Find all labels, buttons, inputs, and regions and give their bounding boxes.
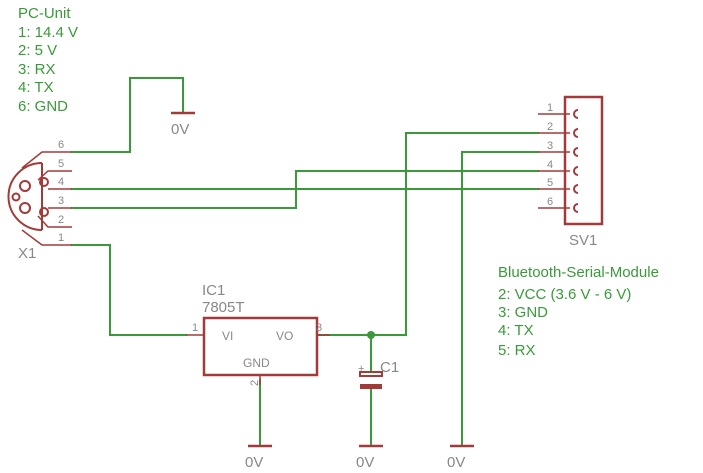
pc-unit-line: 2: 5 V: [18, 42, 57, 59]
pc-unit-line: 6: GND: [18, 98, 68, 115]
ground-symbol-c1: 0V: [356, 444, 383, 471]
pc-unit-line: 1: 14.4 V: [18, 24, 78, 41]
ic1-vo-label: VO: [276, 329, 293, 343]
junction-dot: [367, 331, 375, 339]
wire-sv1-pin3-gnd: [461, 151, 539, 446]
x1-pin-4-number: 4: [58, 176, 64, 188]
pc-unit-line: 3: RX: [18, 61, 56, 78]
wire-x1-pin1-ic1-vi: [71, 244, 187, 336]
ic1-label: IC1: [202, 282, 225, 299]
sv1-pin-5-number: 5: [547, 177, 553, 189]
c1-polarity: +: [358, 363, 364, 375]
bt-module-line: 2: VCC (3.6 V - 6 V): [498, 286, 631, 303]
pc-unit-line: 4: TX: [18, 79, 54, 96]
x1-pin-5-number: 5: [58, 158, 64, 170]
regulator-ic1: IC1 7805T VI VO GND 1 3 2: [186, 282, 330, 386]
ground-label: 0V: [245, 454, 263, 471]
sv1-label: SV1: [569, 232, 597, 249]
x1-pin-6-number: 6: [58, 139, 64, 151]
sv1-pin-3-number: 3: [547, 140, 553, 152]
header-sv1: 1 2 3 4 5 6 SV1: [538, 95, 604, 249]
ground-label: 0V: [356, 454, 374, 471]
pc-unit-title: PC-Unit: [18, 5, 71, 22]
sv1-pin-2-number: 2: [547, 121, 553, 133]
ground-label: 0V: [171, 121, 189, 138]
x1-label: X1: [18, 245, 36, 262]
bt-module-note: Bluetooth-Serial-Module 2: VCC (3.6 V - …: [498, 264, 659, 359]
bt-module-title: Bluetooth-Serial-Module: [498, 264, 659, 281]
bt-module-line: 4: TX: [498, 322, 534, 339]
ground-symbol-ic1: 0V: [245, 444, 272, 471]
sv1-pin-6-number: 6: [547, 196, 553, 208]
x1-pin-1-number: 1: [58, 232, 64, 244]
wire-x1-pin6-gnd: [71, 77, 184, 153]
pc-unit-note: PC-Unit 1: 14.4 V 2: 5 V 3: RX 4: TX 6: …: [18, 5, 78, 115]
wire-ic1-vo-sv1-pin2: [317, 132, 539, 336]
ground-symbol-sv1: 0V: [447, 444, 474, 471]
ic1-value: 7805T: [202, 299, 245, 316]
x1-pin-2-number: 2: [58, 214, 64, 226]
ground-symbol-top: 0V: [171, 111, 195, 138]
ic1-vi-label: VI: [222, 329, 233, 343]
ic1-gnd-label: GND: [243, 356, 270, 370]
sv1-pin-1-number: 1: [547, 102, 553, 114]
ic1-pin-vo-number: 3: [316, 322, 322, 334]
ic1-pin-vi-number: 1: [192, 322, 198, 334]
sv1-pin-4-number: 4: [547, 159, 553, 171]
bt-module-line: 3: GND: [498, 304, 548, 321]
ground-label: 0V: [447, 454, 465, 471]
connector-x1: 6 5 4 3 2 1 X1: [7, 139, 72, 262]
ic1-pin-gnd-number: 2: [249, 380, 261, 386]
bt-module-line: 5: RX: [498, 342, 536, 359]
c1-label: C1: [380, 359, 399, 376]
wire-x1-pin3-sv1-pin4: [71, 170, 539, 209]
capacitor-c1: + C1: [358, 359, 399, 389]
x1-pin-3-number: 3: [58, 195, 64, 207]
